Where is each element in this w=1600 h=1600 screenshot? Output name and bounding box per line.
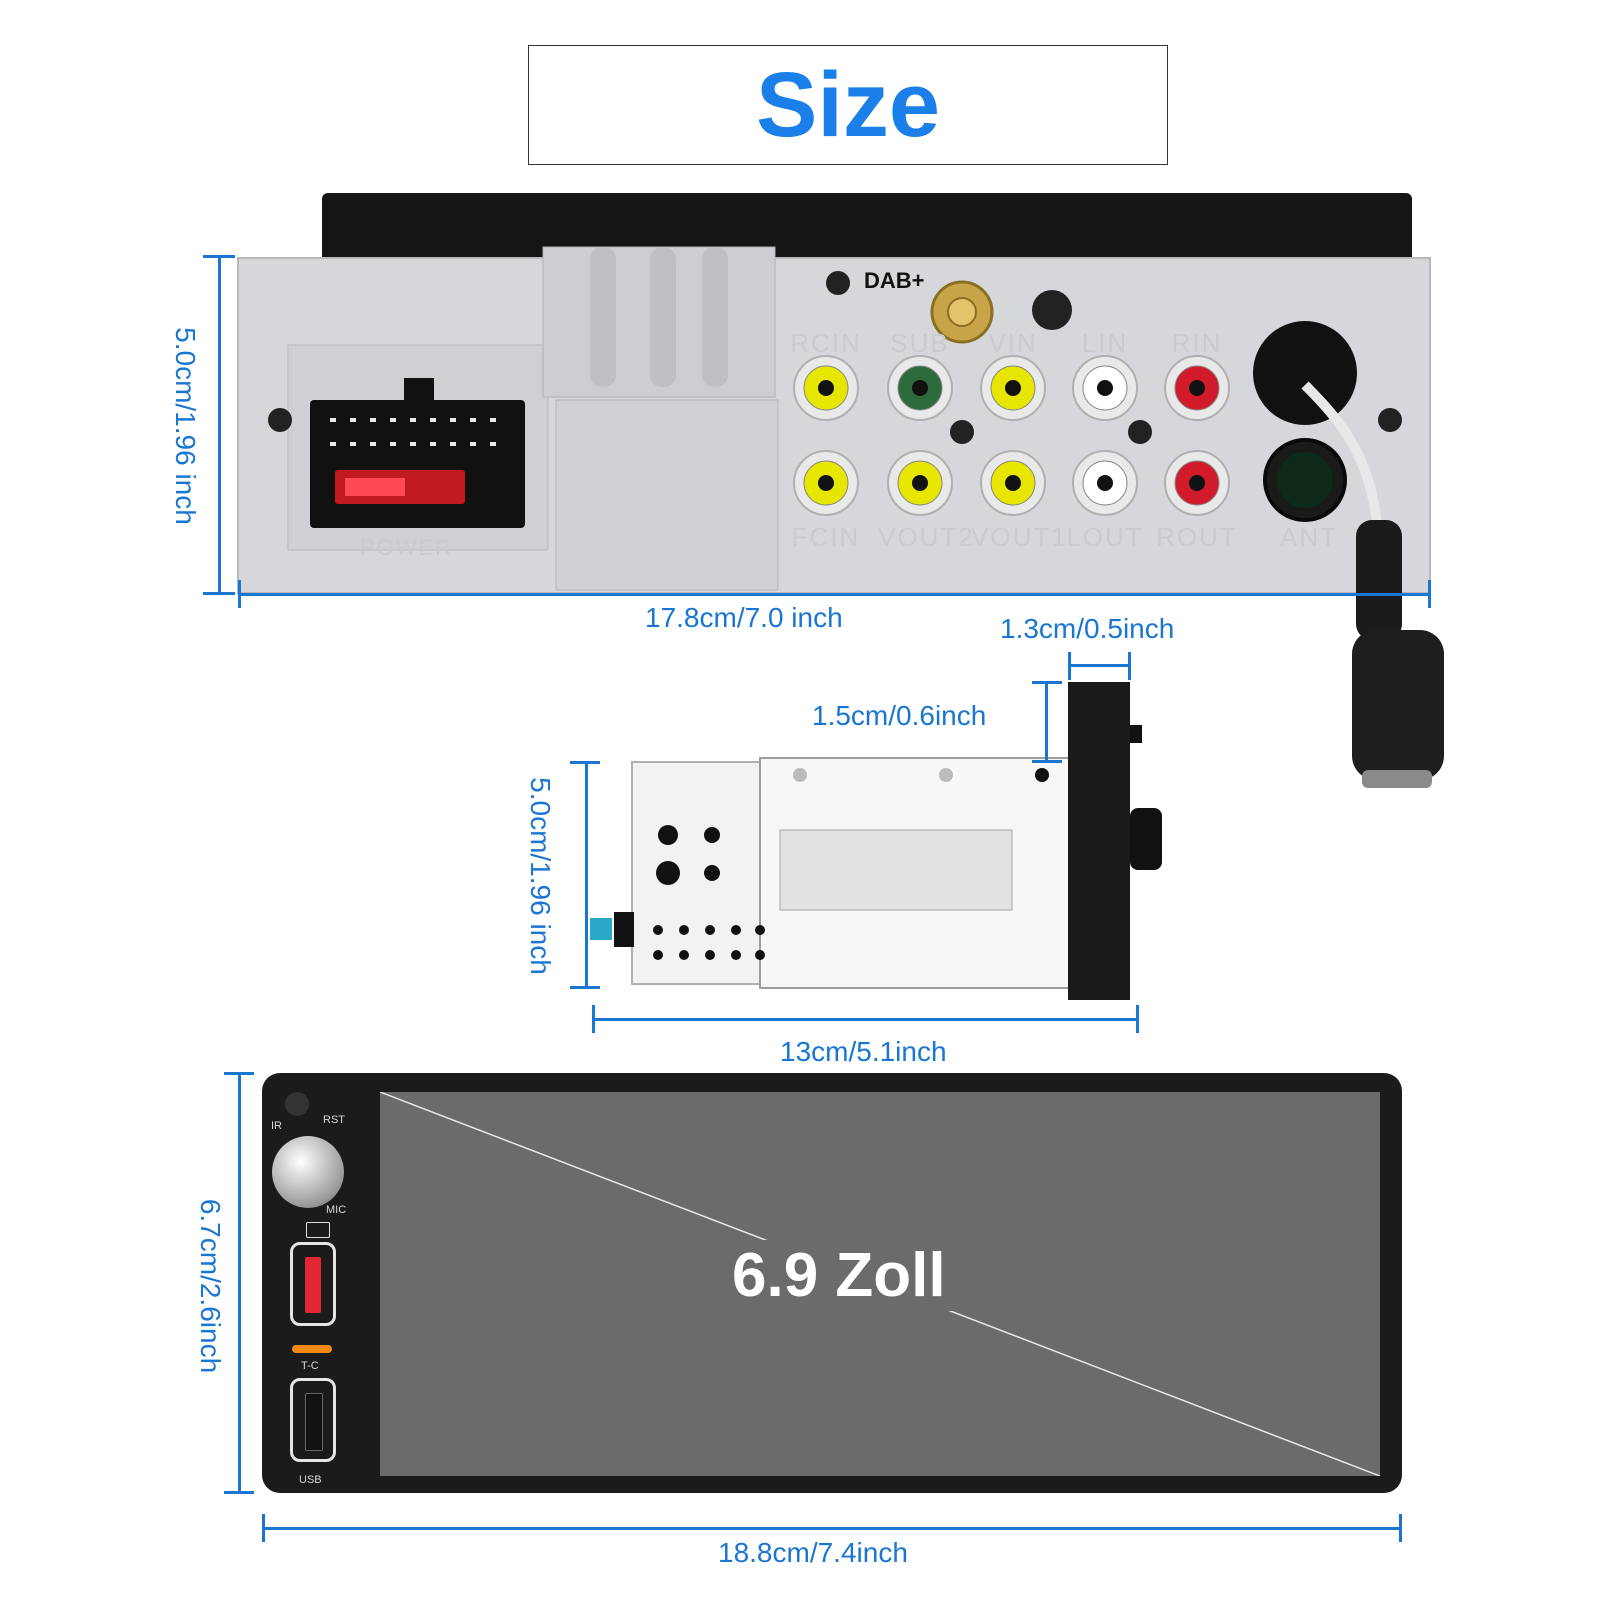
side-height-label: 5.0cm/1.96 inch <box>525 777 556 975</box>
antenna-knob <box>1253 321 1357 425</box>
side-depth-label: 13cm/5.1inch <box>780 1036 947 1067</box>
front-width-tick-right <box>1399 1514 1402 1542</box>
side-height-tick-top <box>570 761 600 764</box>
back-width-tick-right <box>1428 580 1431 608</box>
rca-jack[interactable] <box>980 450 1046 516</box>
dab-label: DAB+ <box>864 268 925 293</box>
title-box: Size <box>528 45 1168 165</box>
ir-sensor <box>285 1092 309 1116</box>
jack-label: VOUT1 <box>971 522 1068 552</box>
back-width-line <box>238 593 1430 596</box>
front-height-tick-top <box>224 1072 254 1075</box>
rca-jack[interactable] <box>1164 355 1230 421</box>
jack-label: LOUT <box>1066 522 1144 552</box>
jack-label: LIN <box>1081 328 1129 358</box>
cable-plug <box>1352 630 1444 780</box>
usb-port[interactable] <box>290 1378 336 1462</box>
rca-jack[interactable] <box>1072 450 1138 516</box>
volume-knob[interactable] <box>272 1136 344 1208</box>
front-height-label: 6.7cm/2.6inch <box>195 1198 226 1374</box>
side-front-depth-tick-right <box>1128 652 1131 680</box>
rca-jack[interactable] <box>1164 450 1230 516</box>
back-height-tick-top <box>203 255 235 258</box>
battery-icon <box>306 1222 330 1238</box>
side-offset-label: 1.5cm/0.6inch <box>812 700 987 731</box>
back-width-tick-left <box>238 580 241 608</box>
jack-label: VOUT2 <box>878 522 975 552</box>
tc-label: T-C <box>301 1360 319 1372</box>
rca-jack[interactable] <box>980 355 1046 421</box>
side-depth-tick-left <box>592 1005 595 1033</box>
rca-jack[interactable] <box>793 355 859 421</box>
jack-label: ROUT <box>1156 522 1238 552</box>
back-height-line <box>218 256 221 594</box>
side-height-tick-bottom <box>570 986 600 989</box>
ant-label: ANT <box>1280 522 1338 552</box>
jack-label: RIN <box>1171 328 1223 358</box>
side-front-depth-tick-left <box>1068 652 1071 680</box>
back-faceplate <box>322 193 1412 263</box>
jack-label: FCIN <box>791 522 861 552</box>
side-front-depth-label: 1.3cm/0.5inch <box>1000 613 1175 644</box>
usb-charge-port[interactable] <box>290 1242 336 1326</box>
side-offset-line <box>1045 682 1048 762</box>
side-depth-tick-right <box>1136 1005 1139 1033</box>
rca-jack[interactable] <box>887 355 953 421</box>
screen-size-label: 6.9 Zoll <box>722 1240 956 1311</box>
rca-jack[interactable] <box>1072 355 1138 421</box>
power-label: POWER <box>360 535 454 560</box>
usb-label: USB <box>299 1474 322 1486</box>
side-height-line <box>585 762 588 987</box>
front-width-tick-left <box>262 1514 265 1542</box>
jack-label: RCIN <box>790 328 862 358</box>
side-front-depth-line <box>1068 664 1130 667</box>
page-title: Size <box>755 53 941 156</box>
side-offset-tick-bottom <box>1032 760 1062 763</box>
side-offset-tick-top <box>1032 681 1062 684</box>
display-screen: 6.9 Zoll <box>380 1092 1380 1476</box>
front-width-line <box>262 1527 1402 1530</box>
side-front-panel <box>1068 682 1130 1000</box>
front-height-tick-bottom <box>224 1491 254 1494</box>
rst-label: RST <box>323 1114 345 1126</box>
type-c-port[interactable] <box>292 1345 332 1353</box>
antenna-cable <box>1301 381 1383 541</box>
mic-label: MIC <box>326 1204 347 1216</box>
ir-label: IR <box>271 1120 282 1132</box>
jack-label: SUB <box>890 328 950 358</box>
back-height-tick-bottom <box>203 592 235 595</box>
side-depth-line <box>592 1018 1138 1021</box>
front-width-label: 18.8cm/7.4inch <box>718 1537 908 1568</box>
rca-jack[interactable] <box>793 450 859 516</box>
front-height-line <box>238 1073 241 1493</box>
back-width-label: 17.8cm/7.0 inch <box>645 602 843 633</box>
rca-jack[interactable] <box>887 450 953 516</box>
jack-label: VIN <box>988 328 1038 358</box>
